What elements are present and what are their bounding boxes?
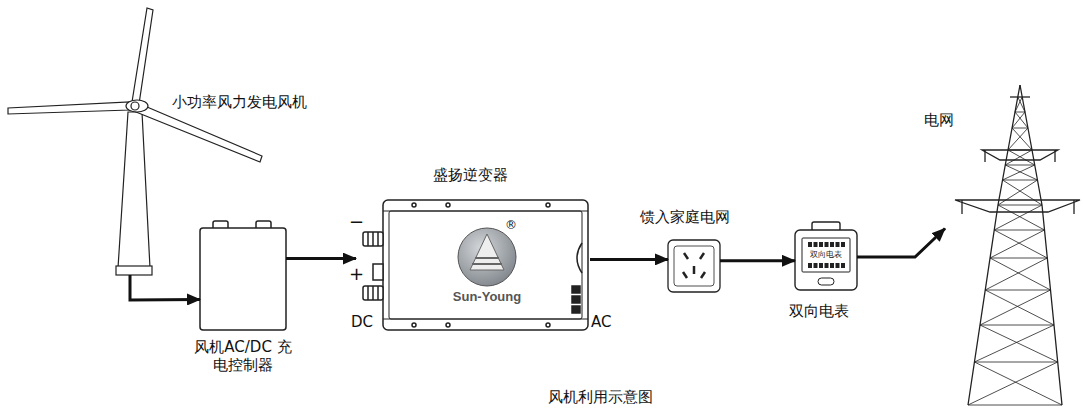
inverter-node: 盛扬逆变器Sun-Young®−+DCAC <box>356 200 590 332</box>
wall-socket <box>668 240 720 292</box>
flow-arrow <box>590 258 668 261</box>
registered-mark: ® <box>505 218 517 232</box>
flow-arrow <box>720 259 795 262</box>
meter-label: 双向电表 <box>789 302 849 320</box>
grid-tower-node: 电网 <box>945 80 1075 405</box>
port-label: DC <box>351 313 373 331</box>
caption: 风机利用示意图 <box>548 388 653 406</box>
brand-logo <box>458 228 516 286</box>
controller-label: 风机AC/DC 充电控制器 <box>188 338 298 374</box>
inverter-housing <box>363 200 588 330</box>
flow-arrow <box>130 275 200 300</box>
meter-display-text: 双向电表 <box>802 250 850 260</box>
socket-node: 馈入家庭电网 <box>668 240 720 292</box>
terminal-sign: − <box>349 211 364 233</box>
brand-name: Sun-Young <box>432 289 542 305</box>
socket-label: 馈入家庭电网 <box>640 208 730 226</box>
flow-arrow <box>857 229 945 257</box>
terminal-sign: + <box>349 263 364 285</box>
meter-node: 双向电表双向电表 <box>795 224 857 290</box>
controller-node: 风机AC/DC 充电控制器 <box>200 228 286 330</box>
wind-turbine-node: 小功率风力发电风机 <box>10 5 250 275</box>
transmission-tower <box>955 85 1080 405</box>
flow-arrow <box>286 257 356 260</box>
charge-controller <box>200 221 286 330</box>
port-label: AC <box>591 313 611 331</box>
bidirectional-meter <box>795 222 857 290</box>
turbine-label: 小功率风力发电风机 <box>172 93 307 111</box>
inverter-heading: 盛扬逆变器 <box>433 166 508 184</box>
grid-label: 电网 <box>924 111 954 129</box>
